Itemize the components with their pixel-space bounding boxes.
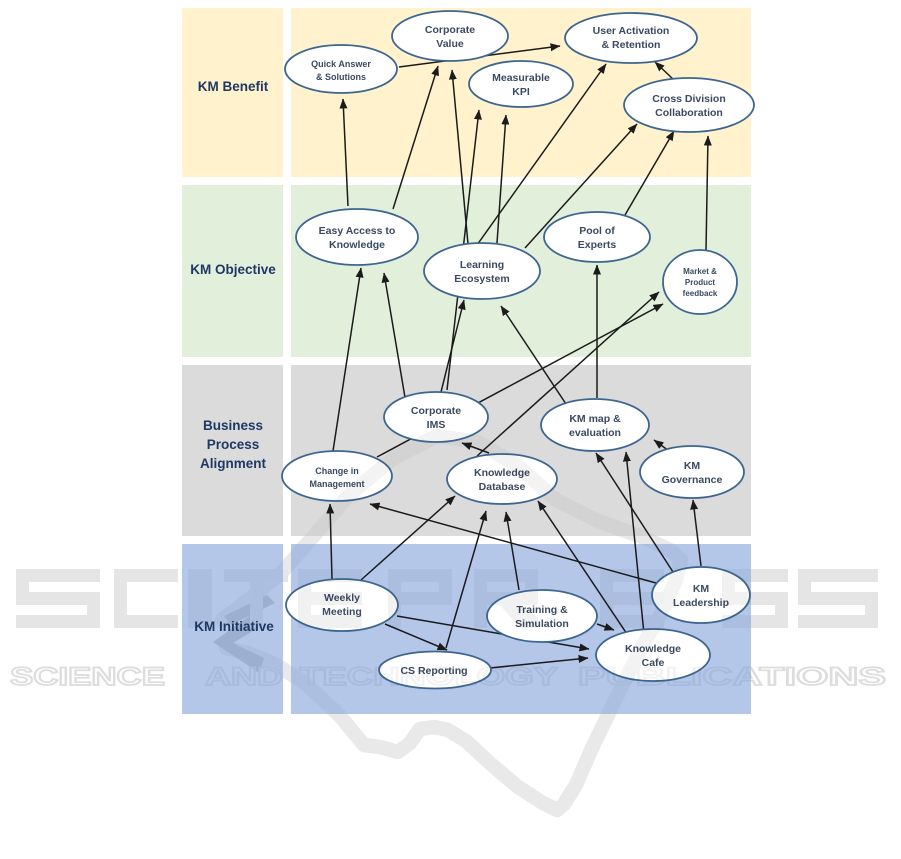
svg-text:KM map &: KM map & — [569, 413, 621, 425]
svg-text:Product: Product — [685, 278, 716, 287]
svg-text:Experts: Experts — [578, 239, 617, 251]
svg-text:Alignment: Alignment — [200, 456, 267, 471]
svg-text:Collaboration: Collaboration — [655, 107, 723, 119]
svg-text:Pool of: Pool of — [579, 225, 615, 237]
svg-text:Business: Business — [203, 418, 263, 433]
svg-text:KM Initiative: KM Initiative — [194, 619, 274, 634]
svg-text:Learning: Learning — [460, 259, 504, 271]
svg-text:KM: KM — [684, 460, 701, 472]
svg-text:KPI: KPI — [512, 86, 530, 98]
svg-text:User Activation: User Activation — [593, 25, 670, 37]
svg-text:& Solutions: & Solutions — [316, 72, 366, 82]
svg-text:Quick Answer: Quick Answer — [311, 59, 371, 69]
svg-text:Database: Database — [479, 481, 526, 493]
svg-text:Leadership: Leadership — [673, 597, 729, 609]
svg-text:Market &: Market & — [683, 267, 717, 276]
svg-text:Governance: Governance — [662, 474, 723, 486]
svg-text:Easy Access to: Easy Access to — [319, 225, 396, 237]
svg-text:KM Benefit: KM Benefit — [198, 79, 269, 94]
svg-text:CS Reporting: CS Reporting — [400, 665, 467, 677]
svg-text:Change in: Change in — [315, 466, 359, 476]
svg-text:Corporate: Corporate — [411, 405, 461, 417]
svg-text:Management: Management — [309, 479, 364, 489]
svg-text:Process: Process — [207, 437, 260, 452]
svg-text:Cross Division: Cross Division — [652, 93, 726, 105]
svg-text:& Retention: & Retention — [602, 39, 661, 51]
svg-text:feedback: feedback — [683, 289, 718, 298]
svg-text:Value: Value — [436, 38, 464, 50]
svg-text:evaluation: evaluation — [569, 427, 621, 439]
svg-text:Ecosystem: Ecosystem — [454, 273, 509, 285]
svg-text:Knowledge: Knowledge — [329, 239, 385, 251]
svg-text:KM: KM — [693, 583, 710, 595]
svg-text:IMS: IMS — [427, 419, 446, 431]
svg-text:Measurable: Measurable — [492, 72, 550, 84]
svg-text:Corporate: Corporate — [425, 24, 475, 36]
svg-text:Cafe: Cafe — [642, 657, 665, 669]
svg-text:KM Objective: KM Objective — [190, 262, 276, 277]
